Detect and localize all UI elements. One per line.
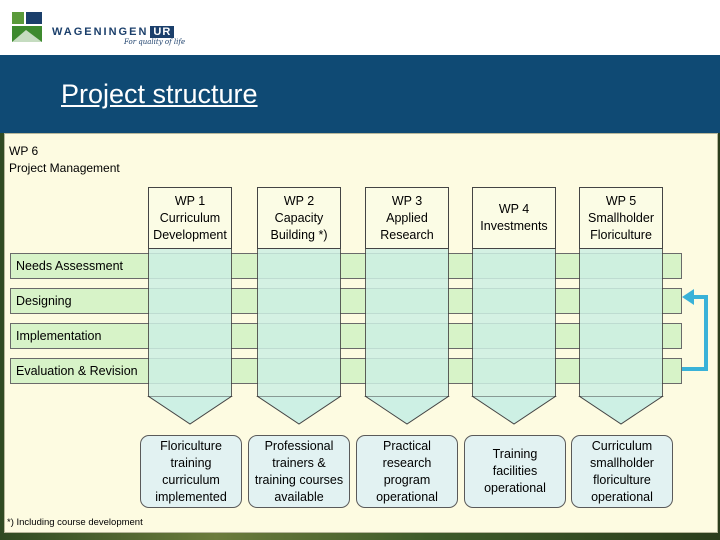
wp4-column bbox=[472, 249, 556, 397]
footnote: *) Including course development bbox=[7, 517, 143, 528]
wp1-header: WP 1 Curriculum Development bbox=[148, 187, 232, 249]
outcome-wp4: Training facilities operational bbox=[464, 435, 566, 508]
wp4-down-arrow-icon bbox=[470, 396, 558, 426]
wp5-down-arrow-icon bbox=[577, 396, 665, 426]
feedback-loop-arrow-icon bbox=[680, 285, 714, 375]
wp4-header: WP 4 Investments bbox=[472, 187, 556, 249]
title-band: Project structure bbox=[0, 55, 720, 133]
wp2-column bbox=[257, 249, 341, 397]
phase-label: Implementation bbox=[16, 329, 101, 343]
wp3-header: WP 3 Applied Research bbox=[365, 187, 449, 249]
wp2-down-arrow-icon bbox=[255, 396, 343, 426]
wp5-column bbox=[579, 249, 663, 397]
logo-ur: UR bbox=[150, 26, 174, 38]
wp3-column bbox=[365, 249, 449, 397]
wp1-down-arrow-icon bbox=[146, 396, 234, 426]
phase-label: Needs Assessment bbox=[16, 259, 123, 273]
phase-label: Evaluation & Revision bbox=[16, 364, 138, 378]
outcome-wp1: Floriculture training curriculum impleme… bbox=[140, 435, 242, 508]
outcome-wp3: Practical research program operational bbox=[356, 435, 458, 508]
slide-title: Project structure bbox=[61, 79, 258, 110]
wp5-header: WP 5 Smallholder Floriculture bbox=[579, 187, 663, 249]
wp1-column bbox=[148, 249, 232, 397]
wp6-title: Project Management bbox=[9, 160, 120, 177]
wp3-down-arrow-icon bbox=[363, 396, 451, 426]
wp2-header: WP 2 Capacity Building *) bbox=[257, 187, 341, 249]
logo-tagline: For quality of life bbox=[124, 38, 185, 46]
wageningen-logo-icon bbox=[8, 8, 46, 46]
outcome-wp2: Professional trainers & training courses… bbox=[248, 435, 350, 508]
outcome-wp5: Curriculum smallholder floriculture oper… bbox=[571, 435, 673, 508]
phase-label: Designing bbox=[16, 294, 72, 308]
wp6-label: WP 6 Project Management bbox=[9, 143, 120, 177]
wp6-number: WP 6 bbox=[9, 143, 120, 160]
